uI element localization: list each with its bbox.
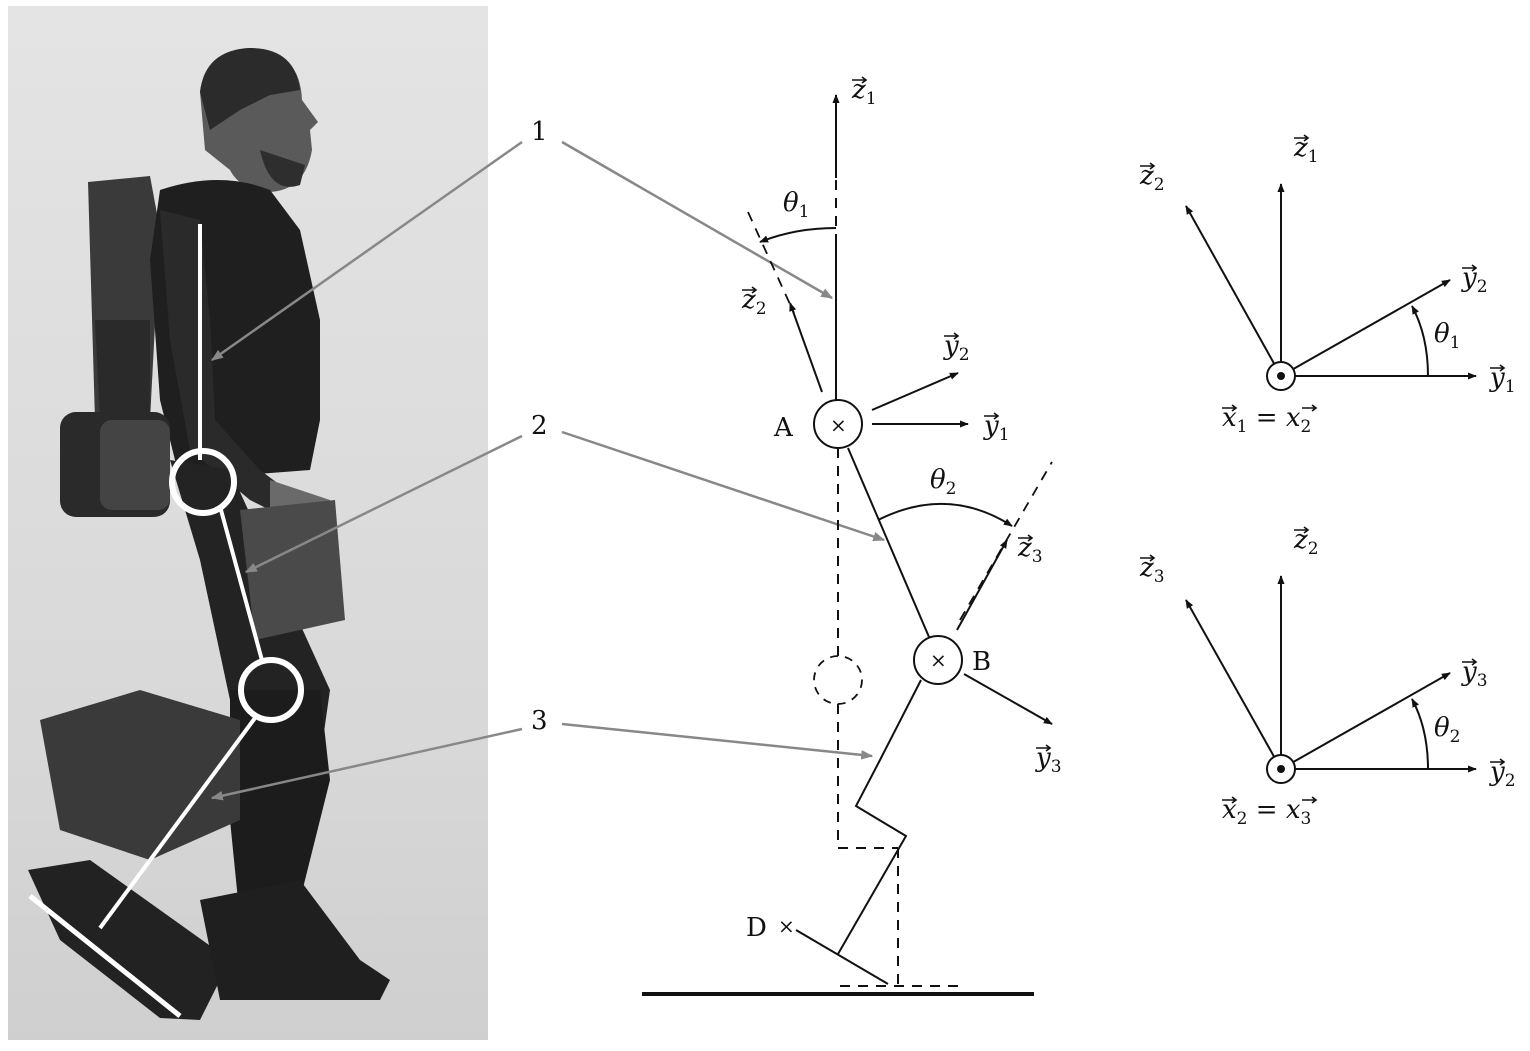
segment-3-line — [837, 679, 922, 955]
arrow-mark-y1 — [984, 412, 1000, 420]
point-D-cross: × — [778, 914, 795, 938]
callout-3: 3 — [210, 706, 874, 801]
arrow-mark-f2-x3 — [1302, 796, 1318, 804]
arrow-mark-f1-z1 — [1294, 134, 1310, 142]
arrow-mark-f1-x2 — [1302, 404, 1318, 412]
dashed-joint-reference — [813, 655, 863, 705]
arrow-mark-z1 — [852, 76, 868, 84]
frame1-y2-axis — [1280, 279, 1451, 377]
theta1-arc — [759, 227, 837, 243]
arrow-mark-f2-y2 — [1490, 758, 1506, 766]
arrow-mark-f1-y1 — [1490, 364, 1506, 372]
exoskeleton-photo — [8, 6, 488, 1040]
callout-3-label: 3 — [531, 706, 548, 736]
frame2-theta-arc — [1411, 698, 1429, 770]
point-A-label: A — [773, 413, 794, 443]
callout-3-arrow-photo — [210, 727, 523, 801]
joint-B — [913, 635, 963, 685]
frame2-theta-label: θ2 — [1434, 713, 1460, 747]
frame1-z2-axis — [1185, 205, 1282, 377]
frame-2-diagram: z2 z3 y3 θ2 y2 x2 = x3 — [1139, 525, 1516, 829]
foot-line — [795, 929, 889, 985]
point-B-label: B — [972, 647, 991, 677]
callout-2: 2 — [244, 411, 886, 574]
arrow-mark-f1-y2 — [1462, 264, 1478, 272]
frame2-y3-axis — [1280, 672, 1451, 770]
arrow-mark-f1-x1 — [1222, 404, 1238, 412]
theta2-arc — [877, 502, 1013, 527]
callout-2-label: 2 — [531, 411, 548, 441]
overlay-hip-joint — [169, 448, 237, 516]
callout-1-arrow-schema — [561, 140, 834, 300]
frame1-theta-arc — [1411, 305, 1429, 377]
frame2-equality: x2 = x3 — [1222, 795, 1311, 829]
overlay-foot — [28, 894, 182, 1018]
callout-3-arrow-schema — [561, 722, 874, 760]
frame2-x-axis-dot — [1277, 765, 1285, 773]
theta1-label: θ1 — [783, 188, 809, 222]
arrow-mark-z3 — [1018, 534, 1034, 542]
vector-arrow-marks — [742, 76, 1506, 804]
joint-A-cross: × — [830, 413, 847, 437]
point-D-label: D — [746, 913, 767, 943]
arrow-mark-f2-z2 — [1294, 526, 1310, 534]
arrow-mark-y3 — [1036, 744, 1052, 752]
callout-2-arrow-schema — [561, 430, 886, 542]
arrow-mark-z2 — [742, 286, 758, 294]
arrow-mark-f1-z2 — [1140, 162, 1156, 170]
frame1-x-axis-dot — [1277, 372, 1285, 380]
overlay-knee-joint — [238, 657, 304, 723]
callout-1-label: 1 — [531, 117, 548, 147]
callout-1: 1 — [211, 117, 834, 362]
callout-1-arrow-photo — [211, 140, 523, 362]
arrow-mark-f2-z3 — [1140, 554, 1156, 562]
callout-2-arrow-photo — [244, 434, 523, 574]
z3-axis-arrow — [956, 539, 1008, 631]
y3-axis-arrow — [963, 673, 1053, 725]
frame1-theta-label: θ1 — [1434, 319, 1460, 353]
kinematic-schematic — [642, 94, 1053, 996]
theta2-label: θ2 — [930, 465, 956, 499]
overlay-segment-2 — [219, 509, 265, 665]
z2-axis-arrow — [789, 302, 823, 393]
arrow-mark-f2-x2 — [1222, 796, 1238, 804]
arrow-mark-y2 — [944, 332, 960, 340]
overlay-segment-3 — [98, 716, 257, 930]
segment-2-line — [847, 447, 930, 638]
y2-axis-arrow — [871, 372, 959, 411]
z2-dashed-reference — [747, 211, 795, 314]
arrow-mark-f2-y3 — [1462, 658, 1478, 666]
frame-1-diagram: z1 z2 y2 θ1 y1 x1 = x2 — [1139, 133, 1516, 437]
frame2-z3-axis — [1185, 599, 1282, 770]
joint-B-cross: × — [930, 648, 947, 672]
